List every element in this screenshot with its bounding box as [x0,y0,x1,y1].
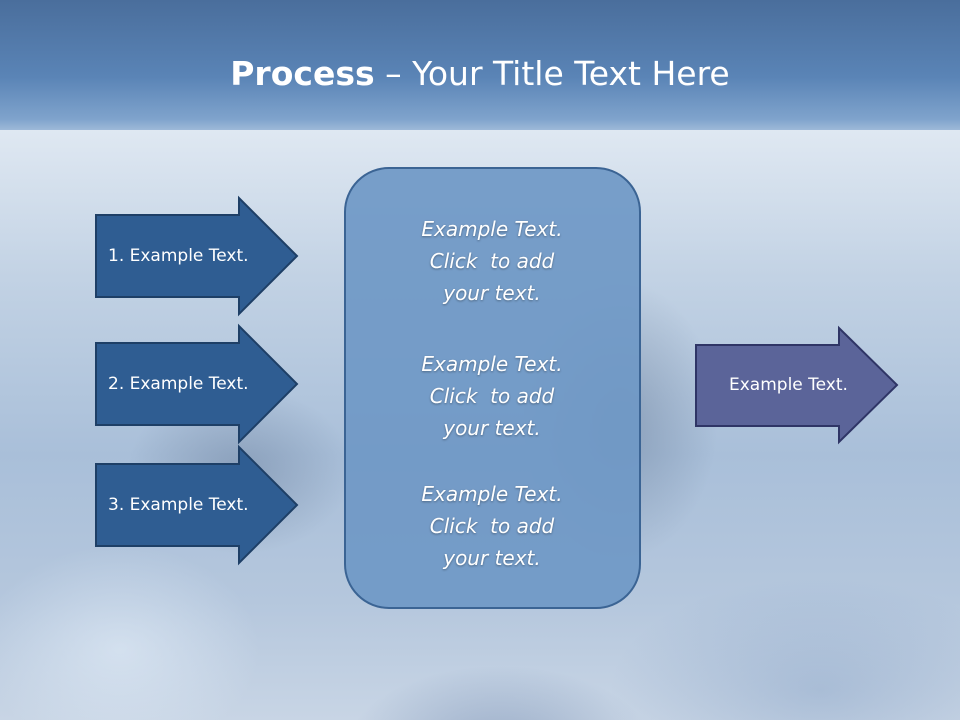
center-line: Example Text. [421,482,563,506]
center-paragraph-2: Example Text. Click to add your text. [346,348,638,444]
center-paragraph-1: Example Text. Click to add your text. [346,213,638,309]
center-box[interactable] [344,167,641,609]
step-arrow-3[interactable] [95,444,299,566]
step-label-1: 1. Example Text. [108,246,249,266]
center-line: Click to add [429,514,555,538]
center-line: Click to add [429,249,555,273]
output-arrow[interactable] [695,325,899,445]
step-label-2: 2. Example Text. [108,374,249,394]
center-paragraph-3: Example Text. Click to add your text. [346,478,638,574]
output-label: Example Text. [729,375,848,395]
center-line: Click to add [429,384,555,408]
slide-title[interactable]: Process – Your Title Text Here [0,52,960,96]
title-bold: Process [230,54,375,93]
center-line: Example Text. [421,217,563,241]
center-line: your text. [443,546,541,570]
title-rest: – Your Title Text Here [374,54,730,93]
center-line: Example Text. [421,352,563,376]
step-arrow-2[interactable] [95,323,299,445]
background-sky [0,0,960,140]
center-line: your text. [443,281,541,305]
center-line: your text. [443,416,541,440]
step-arrow-1[interactable] [95,195,299,317]
step-label-3: 3. Example Text. [108,495,249,515]
